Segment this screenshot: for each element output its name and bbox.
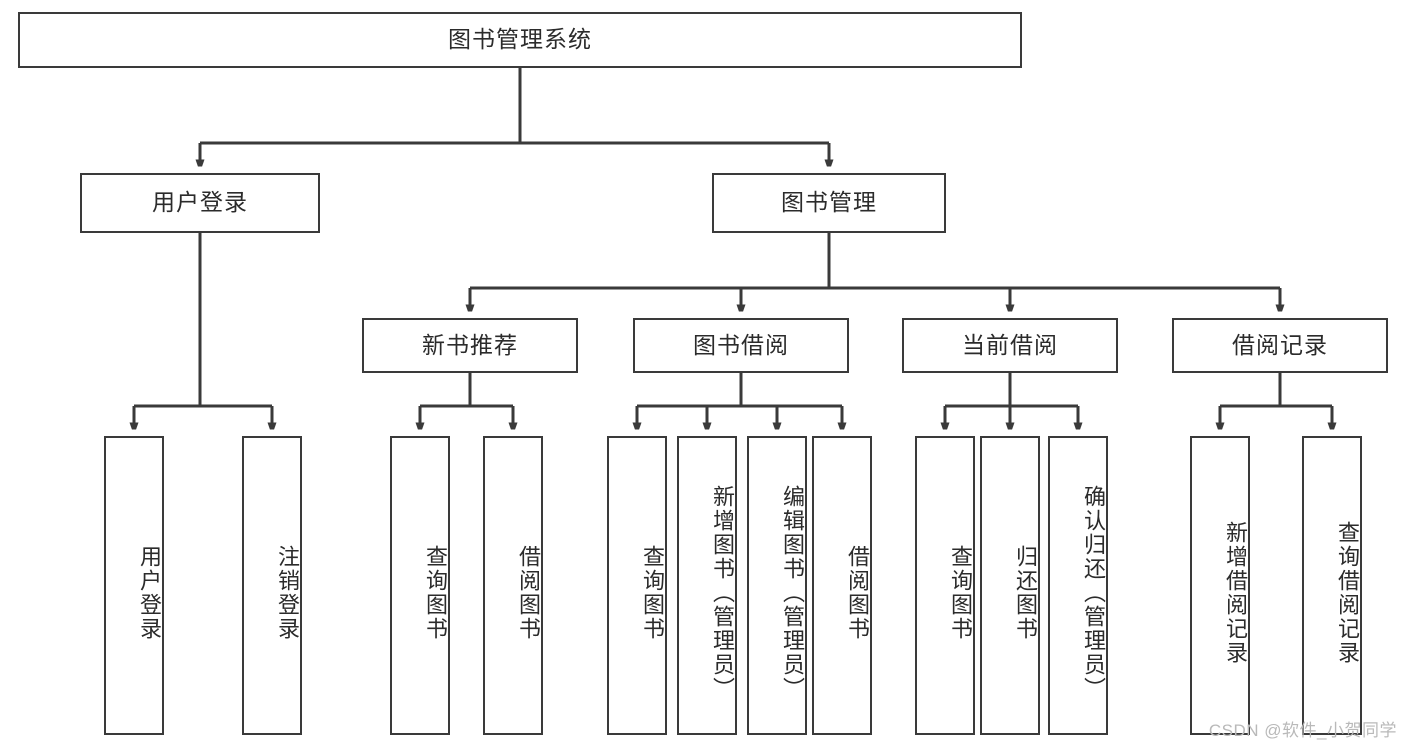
node-borrow[interactable]: 图书借阅 (633, 318, 849, 373)
node-label: 新增图书（管理员） (710, 484, 735, 701)
node-label: 新增借阅记录 (1223, 520, 1248, 665)
node-root[interactable]: 图书管理系统 (18, 12, 1022, 68)
node-label: 图书管理 (781, 189, 877, 216)
node-login[interactable]: 用户登录 (80, 173, 320, 233)
node-label: 借阅图书 (516, 544, 541, 641)
node-label: 图书管理系统 (448, 26, 592, 53)
node-l-confirm[interactable]: 确认归还（管理员） (1048, 436, 1108, 735)
node-l-query2[interactable]: 查询图书 (607, 436, 667, 735)
node-record[interactable]: 借阅记录 (1172, 318, 1388, 373)
node-label: 注销登录 (275, 544, 300, 641)
node-label: 当前借阅 (962, 331, 1058, 358)
node-label: 确认归还（管理员） (1081, 484, 1106, 701)
node-l-login[interactable]: 用户登录 (104, 436, 164, 735)
node-l-add[interactable]: 新增图书（管理员） (677, 436, 737, 735)
node-label: 查询图书 (640, 544, 665, 641)
node-label: 用户登录 (152, 189, 248, 216)
node-label: 查询借阅记录 (1335, 520, 1360, 665)
node-l-borrow1[interactable]: 借阅图书 (483, 436, 543, 735)
node-label: 新书推荐 (422, 331, 518, 358)
node-l-queryrec[interactable]: 查询借阅记录 (1302, 436, 1362, 735)
watermark: CSDN @软件_小贺同学 (1208, 721, 1397, 740)
node-newbook[interactable]: 新书推荐 (362, 318, 578, 373)
node-current[interactable]: 当前借阅 (902, 318, 1118, 373)
node-label: 图书借阅 (693, 331, 789, 358)
node-l-borrow2[interactable]: 借阅图书 (812, 436, 872, 735)
node-l-logout[interactable]: 注销登录 (242, 436, 302, 735)
node-l-addrec[interactable]: 新增借阅记录 (1190, 436, 1250, 735)
node-l-edit[interactable]: 编辑图书（管理员） (747, 436, 807, 735)
node-label: 查询图书 (948, 544, 973, 641)
node-label: 归还图书 (1013, 544, 1038, 641)
node-label: 查询图书 (423, 544, 448, 641)
node-label: 编辑图书（管理员） (780, 484, 805, 701)
node-l-query3[interactable]: 查询图书 (915, 436, 975, 735)
node-bookmgmt[interactable]: 图书管理 (712, 173, 946, 233)
node-l-return[interactable]: 归还图书 (980, 436, 1040, 735)
node-label: 借阅图书 (845, 544, 870, 641)
node-label: 用户登录 (137, 544, 162, 641)
node-label: 借阅记录 (1232, 331, 1328, 358)
node-l-query1[interactable]: 查询图书 (390, 436, 450, 735)
